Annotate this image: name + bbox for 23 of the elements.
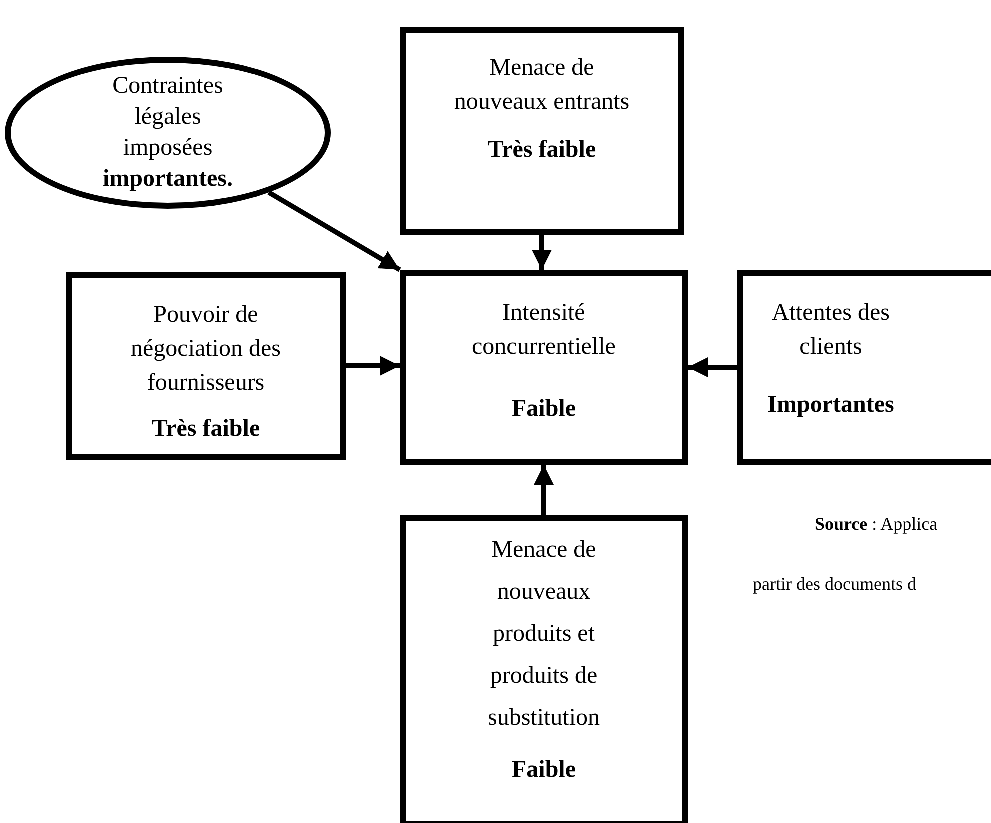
node-title: Pouvoir de négociation des fournisseurs: [130, 301, 282, 398]
arrow: [688, 358, 737, 378]
rating-text: Très faible: [488, 136, 596, 166]
rating-text: Très faible: [152, 415, 260, 444]
process-box: [66, 272, 346, 460]
node-title: Menace de nouveaux produits et produits de substitution: [486, 536, 602, 733]
node-title: Attentes des clients: [771, 299, 891, 362]
process-box: [400, 270, 688, 465]
node-title: Contraintes légales imposées importantes.: [103, 72, 233, 194]
arrow: [532, 235, 552, 270]
source-note: partir des documents d: [753, 575, 916, 593]
process-box: [737, 270, 991, 465]
arrow: [534, 465, 554, 515]
rating-text: Faible: [512, 756, 576, 785]
rating-text: Faible: [512, 395, 576, 424]
process-box: [400, 27, 684, 235]
process-box: [400, 515, 688, 823]
node-title: Intensité concurrentielle: [471, 299, 617, 362]
node-title: Menace de nouveaux entrants: [453, 54, 631, 118]
arrow: [268, 190, 402, 272]
source-note: Source : Applica: [815, 515, 938, 533]
rating-text: Importantes: [768, 391, 894, 420]
arrow: [346, 356, 400, 376]
